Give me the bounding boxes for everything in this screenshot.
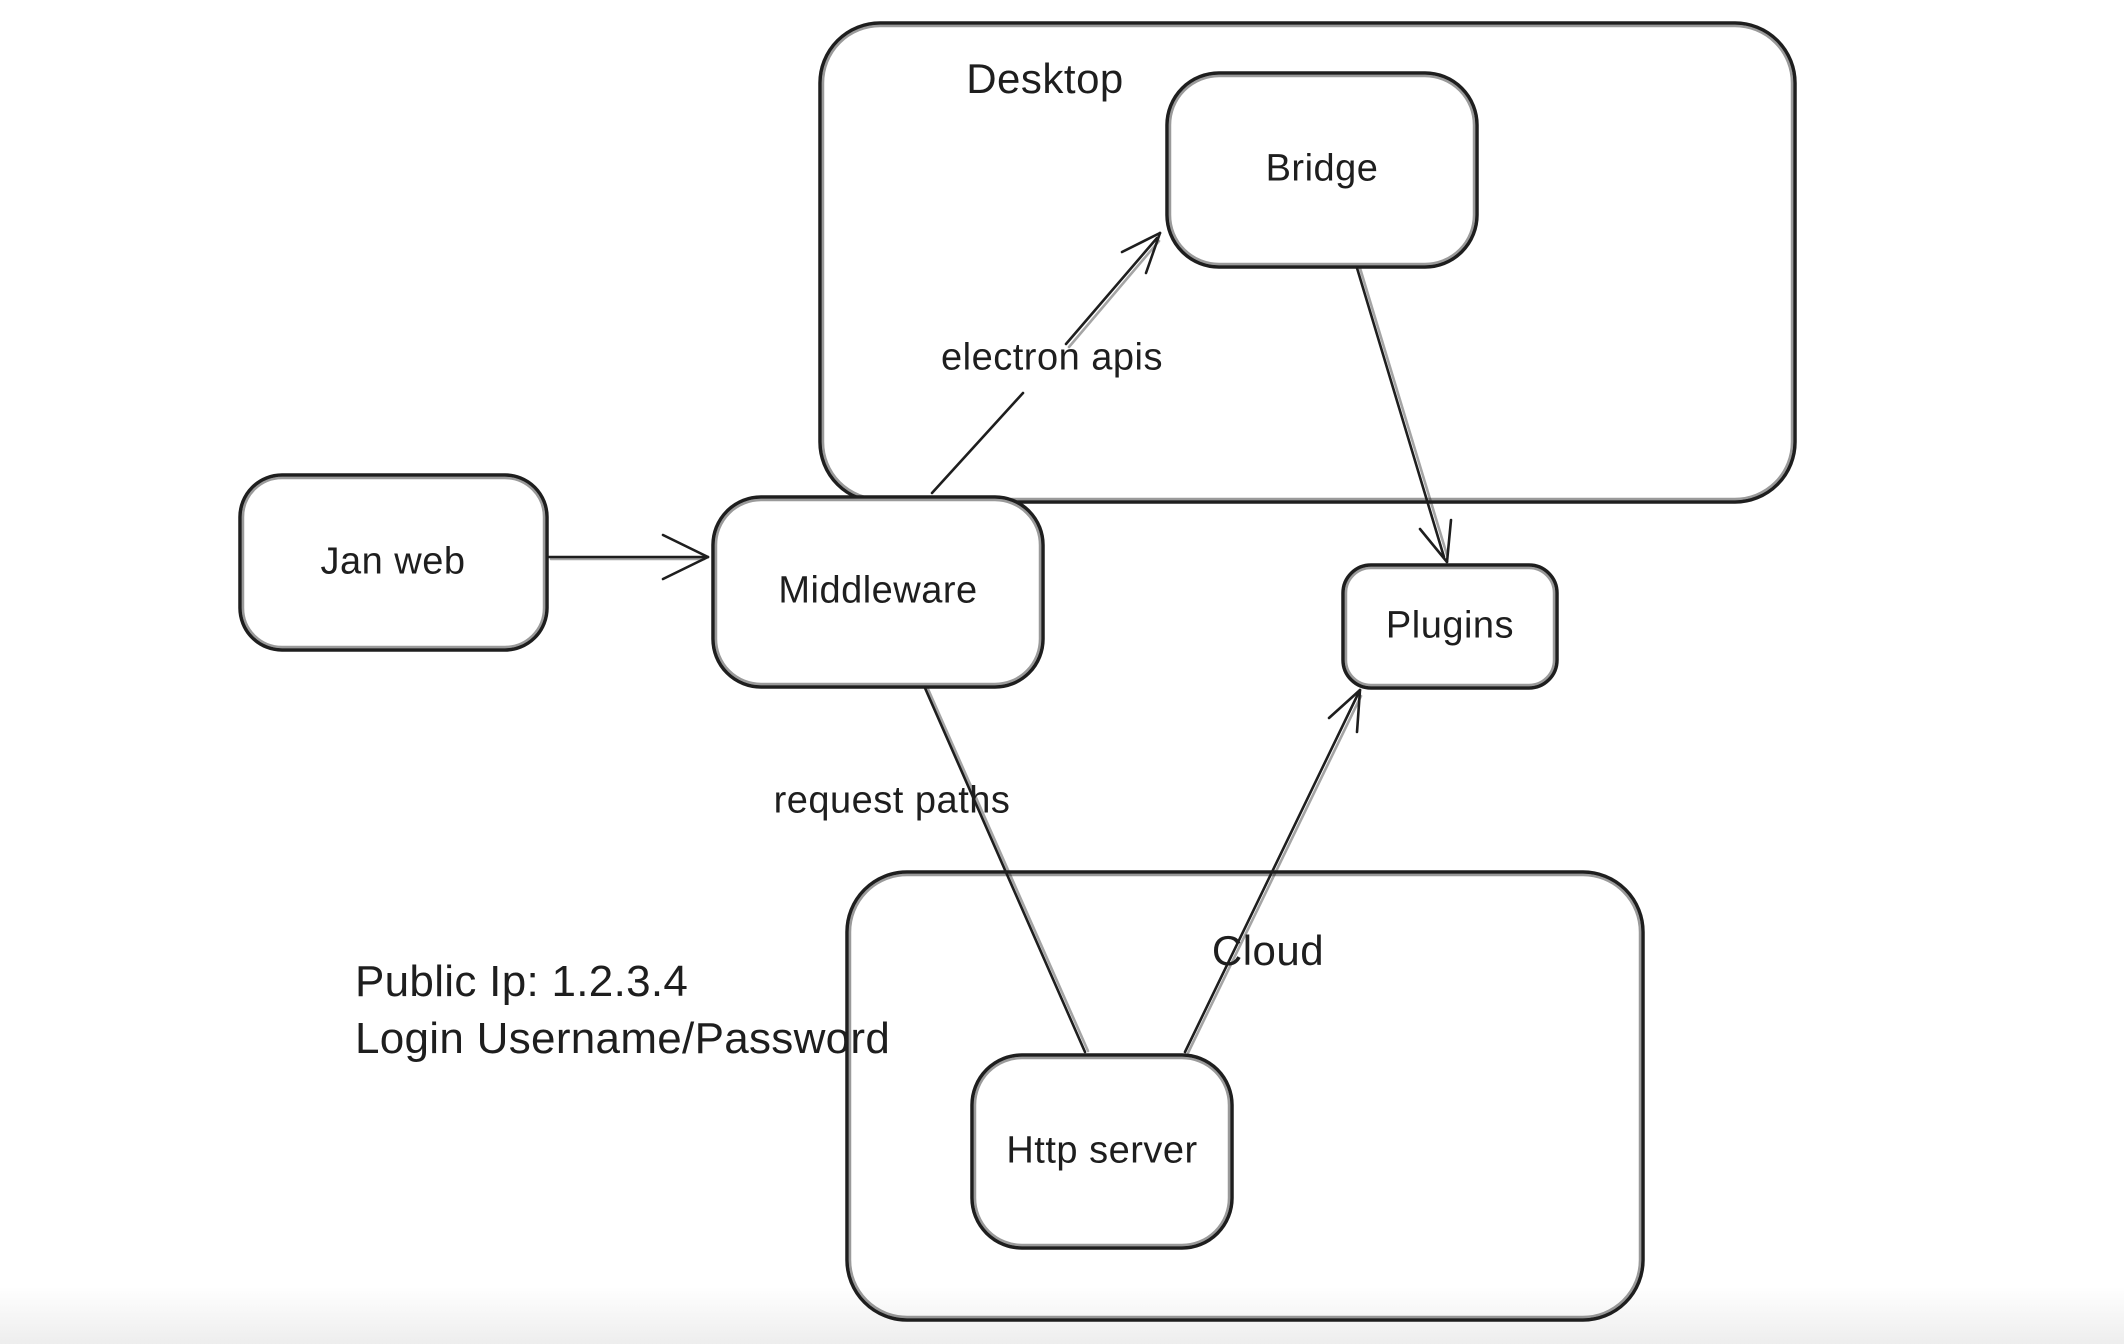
edge-bridge-plugins[interactable] [1355,266,1453,564]
edge-middleware-httpserver[interactable] [923,686,1090,1054]
container-label-cloud[interactable]: Cloud [1211,927,1325,974]
node-box-jan-web[interactable] [238,473,549,652]
node-label-middleware[interactable]: Middleware [778,569,978,612]
arrowhead-into-plugins-bottom [1327,688,1362,734]
node-label-bridge[interactable]: Bridge [1265,147,1379,190]
node-box-bridge[interactable] [1165,71,1479,269]
note-line-public-ip: Public Ip: 1.2.3.4 [355,957,689,1006]
node-box-http-server[interactable] [970,1053,1234,1250]
node-label-plugins[interactable]: Plugins [1385,604,1515,647]
node-box-middleware[interactable] [711,495,1045,689]
arrowhead-into-plugins-top [1418,518,1453,564]
arrowhead-into-middleware [661,533,710,581]
edge-label-request-paths[interactable]: request paths [773,779,1011,822]
arrowhead-into-bridge [1120,231,1162,275]
edge-middleware-bridge[interactable] [930,231,1162,495]
node-box-plugins[interactable] [1341,563,1559,690]
node-label-http-server[interactable]: Http server [1006,1129,1198,1172]
node-label-jan-web[interactable]: Jan web [320,540,466,583]
note-text[interactable]: Public Ip: 1.2.3.4 Login Username/Passwo… [355,953,890,1067]
edge-httpserver-plugins[interactable] [1183,688,1363,1055]
edge-label-electron-apis[interactable]: electron apis [941,336,1163,379]
container-label-desktop[interactable]: Desktop [966,55,1124,102]
edge-janweb-middleware[interactable] [547,533,710,581]
note-line-login: Login Username/Password [355,1014,891,1063]
